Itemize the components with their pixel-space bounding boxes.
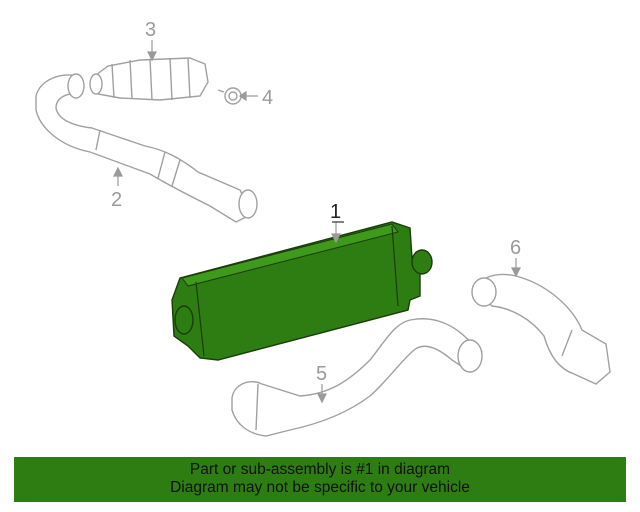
callout-4: 4 <box>262 87 273 109</box>
banner-line-2: Diagram may not be specific to your vehi… <box>170 479 470 496</box>
callout-2: 2 <box>111 189 122 211</box>
callout-1: 1 <box>330 201 341 223</box>
info-banner: Part or sub-assembly is #1 in diagram Di… <box>14 457 626 502</box>
part-2-upper-hose[interactable] <box>35 73 258 223</box>
part-4-bolt[interactable] <box>217 87 242 105</box>
part-3-resonator[interactable] <box>89 57 209 101</box>
callout-5: 5 <box>316 363 327 385</box>
part-1-intercooler[interactable] <box>171 221 433 361</box>
parts-diagram: 3 4 2 1 6 5 <box>35 19 611 437</box>
part-6-hose[interactable] <box>471 273 611 385</box>
banner-line-1: Part or sub-assembly is #1 in diagram <box>189 461 451 478</box>
callout-6: 6 <box>510 237 521 259</box>
part-5-hose[interactable] <box>231 318 483 437</box>
callout-3: 3 <box>145 19 156 41</box>
